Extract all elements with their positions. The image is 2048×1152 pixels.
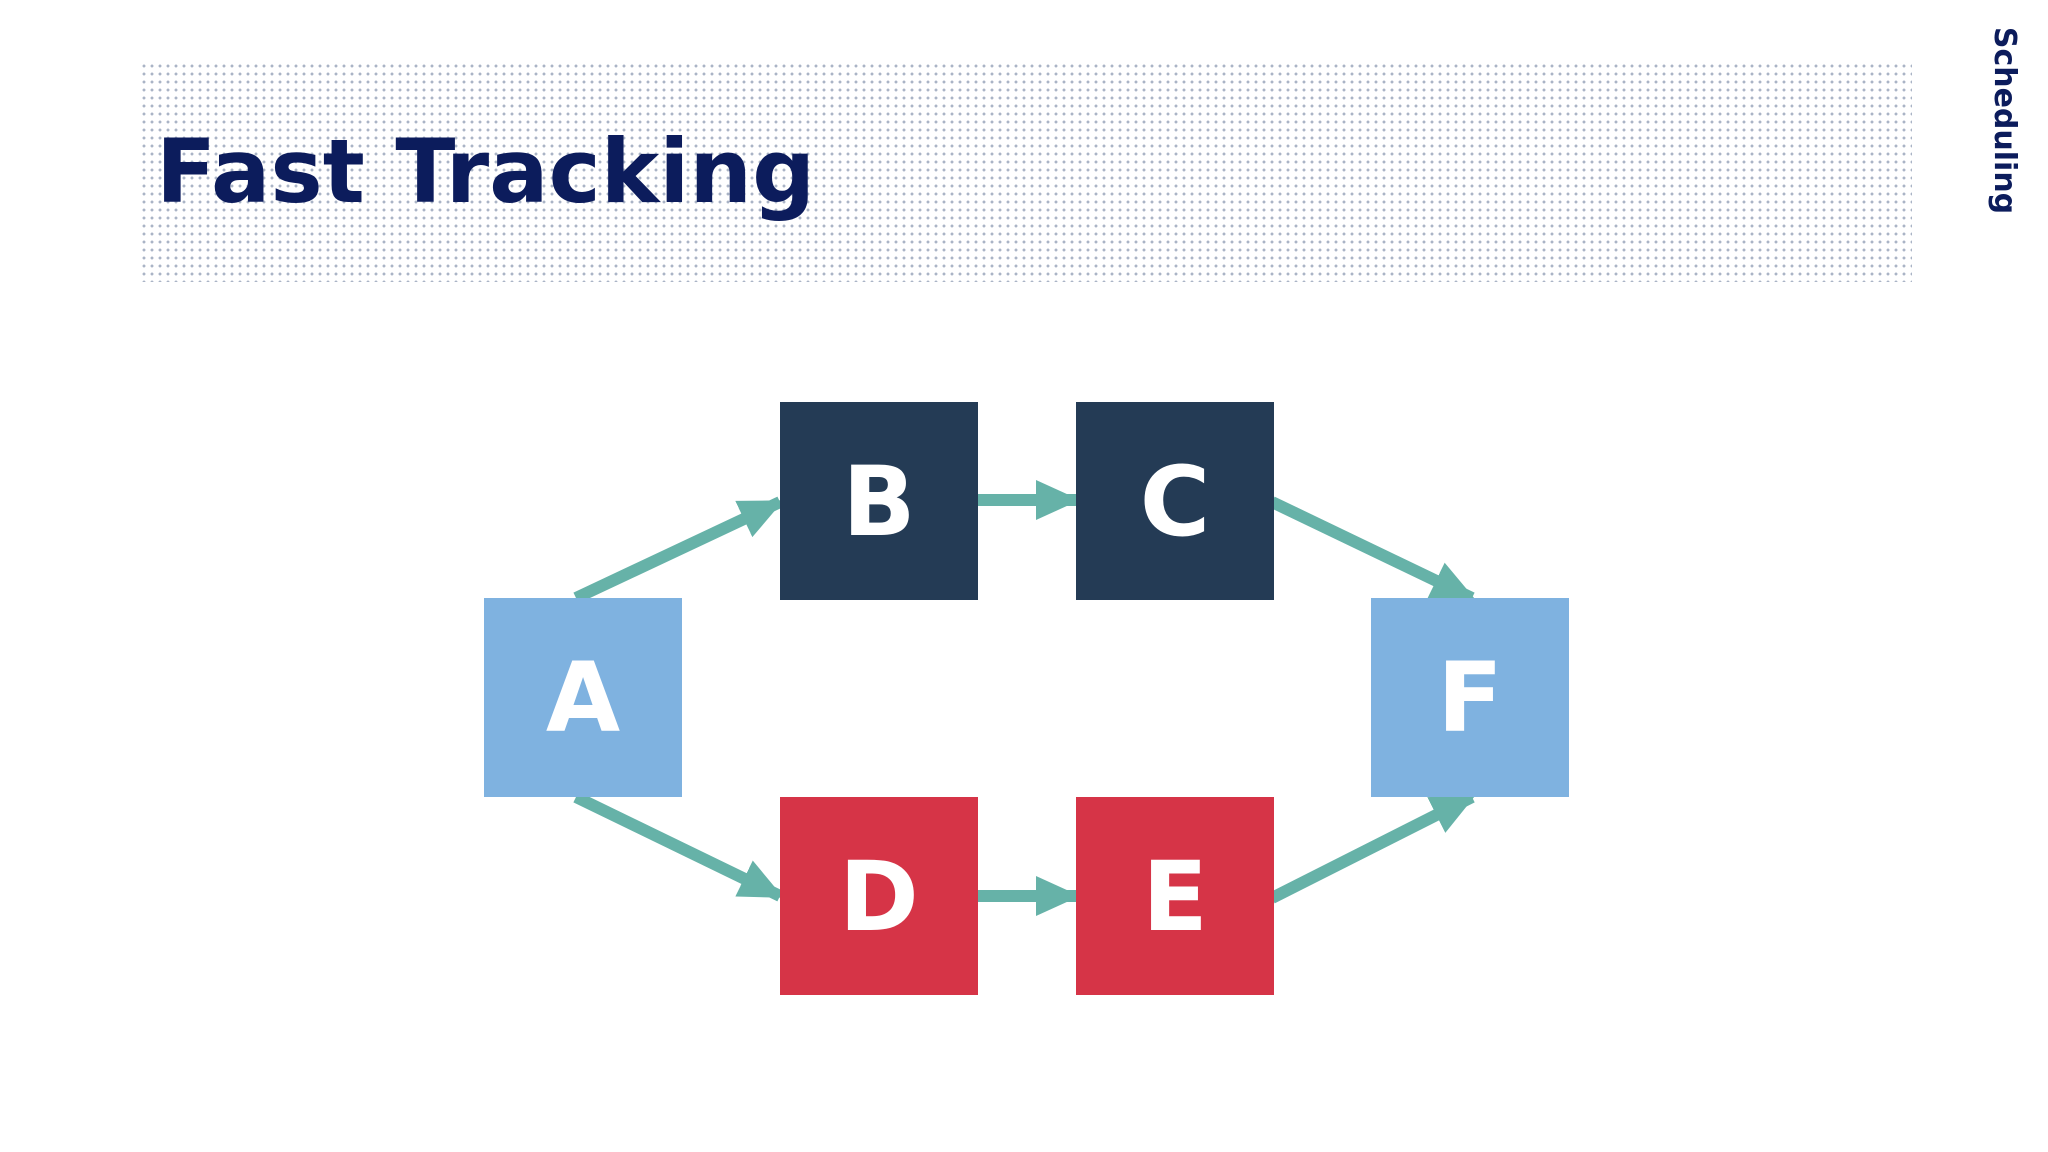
node-b-box [780,402,978,600]
node-d-box [780,797,978,995]
node-c-box [1076,402,1274,600]
node-c: C [1076,402,1274,600]
node-f-box [1371,598,1569,797]
edge-a-d [573,791,784,902]
node-e: E [1076,797,1274,995]
edges-layer [573,480,1476,916]
node-d: D [780,797,978,995]
node-c-label: C [1140,446,1210,558]
node-d-label: D [839,841,919,953]
node-a: A [484,598,682,797]
node-b-label: B [842,446,915,558]
node-e-box [1076,797,1274,995]
node-a-label: A [546,642,620,754]
edge-e-f [1269,791,1476,904]
node-a-box [484,598,682,797]
edge-c-f [1269,496,1476,604]
node-e-label: E [1142,841,1208,953]
page-title: Fast Tracking [156,120,816,223]
node-f: F [1371,598,1569,797]
title-band [140,62,1912,282]
nodes-layer: A B C D E F [484,402,1569,995]
node-f-label: F [1437,642,1503,754]
edge-a-b [573,496,784,604]
node-b: B [780,402,978,600]
